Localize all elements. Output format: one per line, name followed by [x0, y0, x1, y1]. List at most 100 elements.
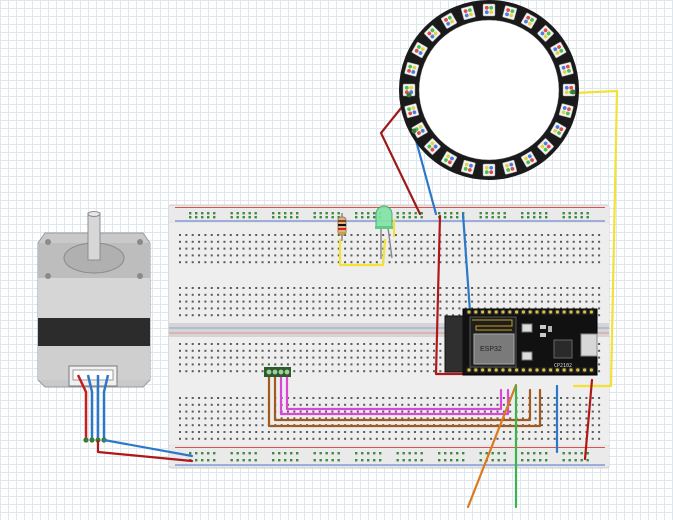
breadboard-hole: [210, 431, 213, 433]
breadboard-hole: [274, 431, 277, 433]
breadboard-hole: [426, 343, 429, 345]
breadboard-hole: [217, 403, 220, 406]
breadboard-hole: [236, 261, 239, 264]
breadboard-hole: [477, 307, 480, 310]
breadboard-hole: [217, 356, 220, 359]
breadboard-hole: [598, 300, 601, 303]
breadboard-hole: [598, 437, 601, 440]
rail-hole: [296, 459, 299, 462]
breadboard-hole: [191, 240, 194, 243]
breadboard-hole: [293, 261, 296, 264]
breadboard-hole: [293, 300, 296, 303]
breadboard-hole: [388, 314, 391, 317]
breadboard-hole: [433, 240, 435, 243]
breadboard-hole: [274, 293, 277, 296]
breadboard-hole: [229, 410, 232, 413]
breadboard-hole: [394, 293, 397, 296]
breadboard-hole: [477, 403, 480, 406]
breadboard-hole: [248, 417, 251, 420]
motor-mount-screw: [137, 239, 143, 245]
breadboard-hole: [452, 307, 455, 310]
breadboard-hole: [560, 437, 562, 440]
breadboard-hole: [509, 403, 512, 406]
breadboard-hole: [318, 403, 321, 406]
breadboard-hole: [382, 403, 385, 406]
breadboard-hole: [331, 410, 334, 413]
breadboard-hole: [483, 261, 486, 264]
breadboard-hole: [337, 287, 340, 289]
rail-hole: [527, 212, 530, 215]
breadboard-hole: [426, 307, 429, 310]
breadboard-hole: [337, 356, 340, 359]
rail-hole: [319, 452, 322, 455]
breadboard-hole: [426, 293, 429, 296]
breadboard-hole: [477, 247, 480, 250]
breadboard-hole: [445, 300, 448, 303]
breadboard-hole: [191, 437, 194, 440]
breadboard-hole: [477, 410, 480, 413]
breadboard-hole: [413, 349, 416, 352]
rail-hole: [450, 452, 453, 455]
breadboard-hole: [452, 431, 455, 433]
breadboard-hole: [210, 307, 213, 310]
breadboard-hole: [413, 293, 416, 296]
breadboard-hole: [401, 437, 404, 440]
esp32-pin-pad: [521, 368, 526, 372]
breadboard-hole: [363, 410, 366, 413]
breadboard-hole: [280, 363, 283, 366]
esp32-pin-pad: [474, 368, 478, 372]
breadboard-hole: [356, 431, 359, 433]
rail-hole: [207, 216, 210, 219]
breadboard-hole: [515, 287, 518, 289]
breadboard-hole: [363, 343, 366, 345]
breadboard-hole: [560, 424, 562, 427]
breadboard-hole: [388, 431, 391, 433]
breadboard-hole: [496, 437, 499, 440]
breadboard-hole: [217, 261, 220, 264]
rail-hole: [497, 459, 500, 462]
breadboard-hole: [509, 417, 512, 420]
breadboard-hole: [585, 293, 588, 296]
rail-hole: [562, 459, 565, 462]
ring-led: [537, 138, 554, 155]
breadboard-hole: [490, 254, 493, 257]
breadboard-hole: [198, 293, 201, 296]
breadboard-hole: [274, 300, 277, 303]
breadboard-hole: [223, 417, 226, 420]
rail-hole: [230, 216, 233, 219]
motor-shaft: [87, 212, 101, 261]
breadboard-hole: [325, 370, 328, 373]
breadboard-hole: [267, 363, 270, 366]
breadboard-hole: [439, 431, 442, 433]
rail-hole: [284, 459, 287, 462]
breadboard-hole: [223, 403, 226, 406]
breadboard-hole: [229, 403, 232, 406]
breadboard-hole: [534, 261, 537, 264]
breadboard-hole: [375, 363, 378, 366]
breadboard-hole: [471, 410, 474, 413]
rail-hole: [545, 216, 548, 219]
breadboard-hole: [179, 293, 181, 296]
breadboard-hole: [229, 417, 232, 420]
breadboard-hole: [236, 293, 239, 296]
breadboard-hole: [401, 261, 404, 264]
breadboard-hole: [261, 403, 264, 406]
breadboard-hole: [566, 417, 569, 420]
breadboard-hole: [217, 240, 220, 243]
breadboard-hole: [198, 424, 201, 427]
breadboard-hole: [445, 314, 448, 317]
breadboard-hole: [426, 431, 429, 433]
breadboard-hole: [318, 240, 321, 243]
breadboard-hole: [413, 300, 416, 303]
breadboard-hole: [566, 293, 569, 296]
breadboard-hole: [363, 287, 366, 289]
breadboard-hole: [179, 437, 181, 440]
breadboard-hole: [471, 397, 474, 399]
breadboard-hole: [293, 363, 296, 366]
breadboard-hole: [306, 363, 308, 366]
breadboard-hole: [375, 431, 378, 433]
breadboard-hole: [210, 314, 213, 317]
breadboard-hole: [452, 287, 455, 289]
breadboard-hole: [217, 343, 220, 345]
rail-hole: [562, 216, 565, 219]
